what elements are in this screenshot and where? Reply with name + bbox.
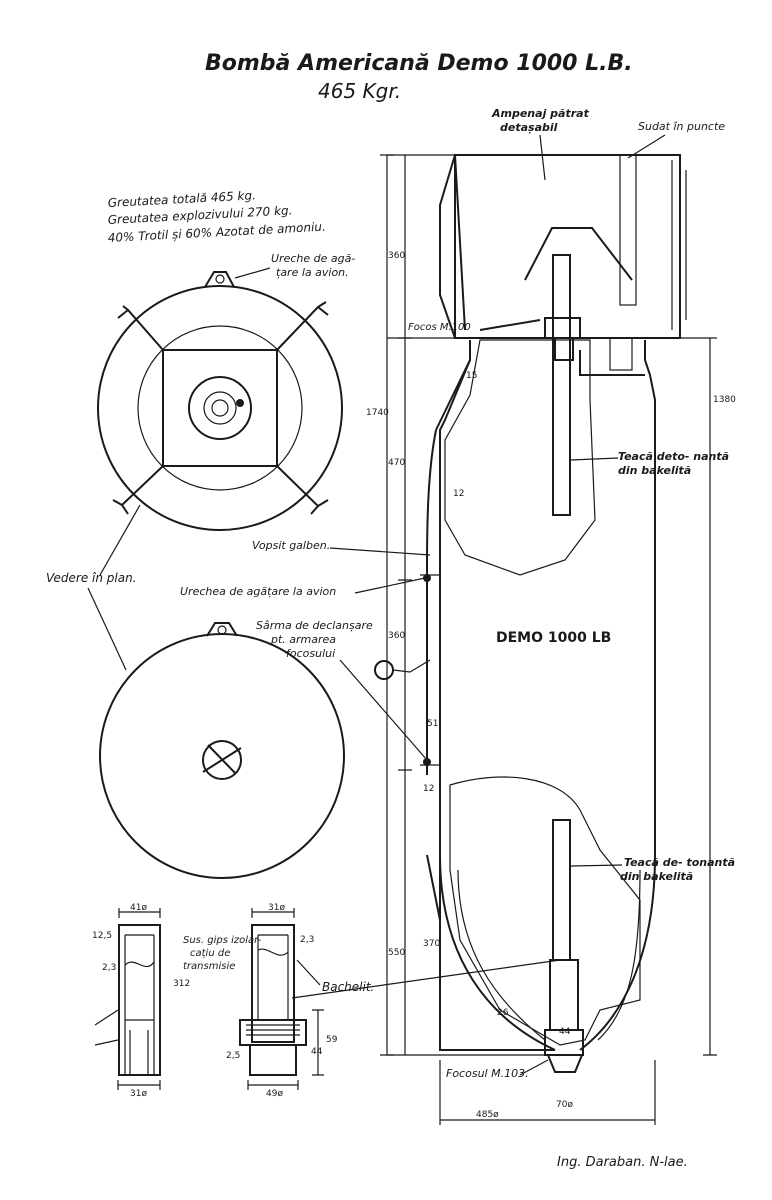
dim-12-b: 12	[423, 784, 434, 794]
sheath-top-label-1: Teacă deto- nantă	[618, 450, 729, 463]
bomb-side-view	[374, 154, 717, 1125]
dim-12-5: 12,5	[92, 931, 112, 941]
empennage-label-1: Ampenaj pătrat	[491, 107, 590, 120]
empennage-label-2: detașabil	[500, 121, 558, 134]
author-signature: Ing. Daraban. N-lae.	[557, 1155, 688, 1170]
dim-31-left: 31ø	[130, 1089, 147, 1099]
wire-label-2: pt. armarea	[270, 633, 336, 646]
dim-2-5: 2,5	[226, 1051, 240, 1061]
bakelite-label: Bachelit.	[322, 980, 374, 994]
body-marking: DEMO 1000 LB	[496, 630, 611, 646]
dim-550: 550	[388, 948, 405, 958]
tail-plan-view	[97, 271, 343, 531]
dim-44: 44	[559, 1027, 571, 1037]
nose-plan-view	[99, 622, 345, 879]
weld-label: Sudat în puncte	[638, 120, 725, 133]
dim-44-detail: 44	[311, 1047, 323, 1057]
fuze-top-label: Focos M.100	[408, 322, 471, 333]
drawing-title: Bombă Americană Demo 1000 L.B.	[205, 51, 633, 76]
dim-26: 26	[497, 1008, 509, 1018]
dim-31-right: 31ø	[268, 903, 285, 913]
fuze-bottom-label: Focosul M.103.	[446, 1067, 529, 1080]
sheath-bottom-label-2: din bakelită	[620, 870, 693, 883]
dim-2-3-right: 2,3	[300, 935, 314, 945]
fuze-detail-right	[239, 908, 324, 1090]
drawing-subtitle: 465 Kgr.	[318, 79, 401, 103]
plaster-label-3: transmisie	[183, 961, 235, 972]
dim-49: 49ø	[266, 1089, 283, 1099]
dim-51: 51	[427, 719, 438, 729]
dim-360-mid: 360	[388, 631, 405, 641]
dim-1380: 1380	[713, 395, 736, 405]
dim-370: 370	[423, 939, 440, 949]
dim-70: 70ø	[556, 1100, 573, 1110]
dim-59: 59	[326, 1035, 338, 1045]
plan-view-label: Vedere în plan.	[46, 571, 137, 585]
dim-2-3-left: 2,3	[102, 963, 116, 973]
painted-label: Vopsit galben.	[252, 539, 330, 552]
top-ear-label: Ureche de agă-	[271, 252, 355, 265]
sheath-bottom-label-1: Teacă de- tonantă	[624, 856, 735, 869]
dim-312: 312	[173, 979, 190, 989]
wire-label-1: Sârma de declanșare	[256, 619, 373, 632]
dim-1740: 1740	[366, 408, 389, 418]
dim-470: 470	[388, 458, 405, 468]
dim-485: 485ø	[476, 1110, 499, 1120]
fuze-detail-left	[94, 908, 161, 1090]
hook-ear-label: Urechea de agățare la avion	[180, 585, 336, 598]
plaster-label-1: Sus. gips izolar-	[183, 935, 262, 946]
dim-360-top: 360	[388, 251, 405, 261]
dim-12-a: 12	[453, 489, 464, 499]
plaster-label-2: cațiu de	[190, 948, 230, 959]
top-ear-label-2: țare la avion.	[276, 266, 349, 279]
wire-label-3: focosului	[286, 647, 335, 660]
dim-15: 15	[466, 371, 477, 381]
sheath-top-label-2: din bakelită	[618, 464, 691, 477]
dim-41: 41ø	[130, 903, 147, 913]
